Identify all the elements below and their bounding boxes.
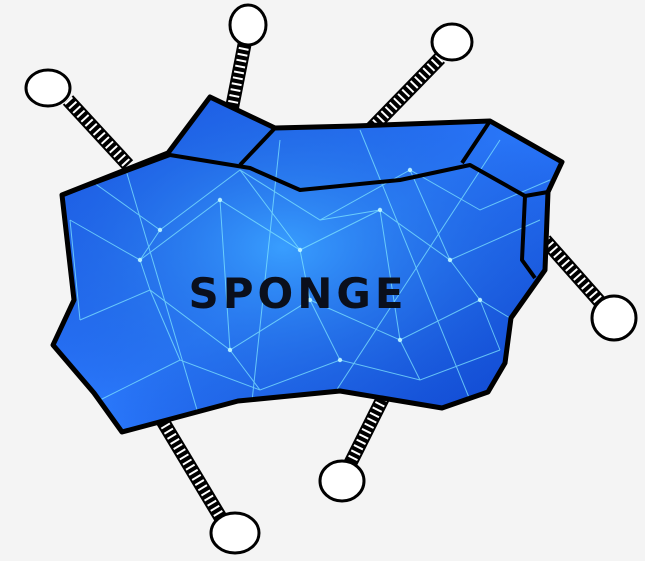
lipid-bottom-middle — [318, 394, 390, 503]
sponge-body — [50, 94, 565, 435]
lipid-right — [539, 235, 638, 342]
lipid-top-left — [24, 68, 134, 170]
sponge-label: SPONGE — [188, 269, 407, 318]
network-texture — [53, 97, 562, 432]
lipid-top-right — [359, 22, 474, 140]
lipid-bottom-left — [155, 416, 261, 555]
